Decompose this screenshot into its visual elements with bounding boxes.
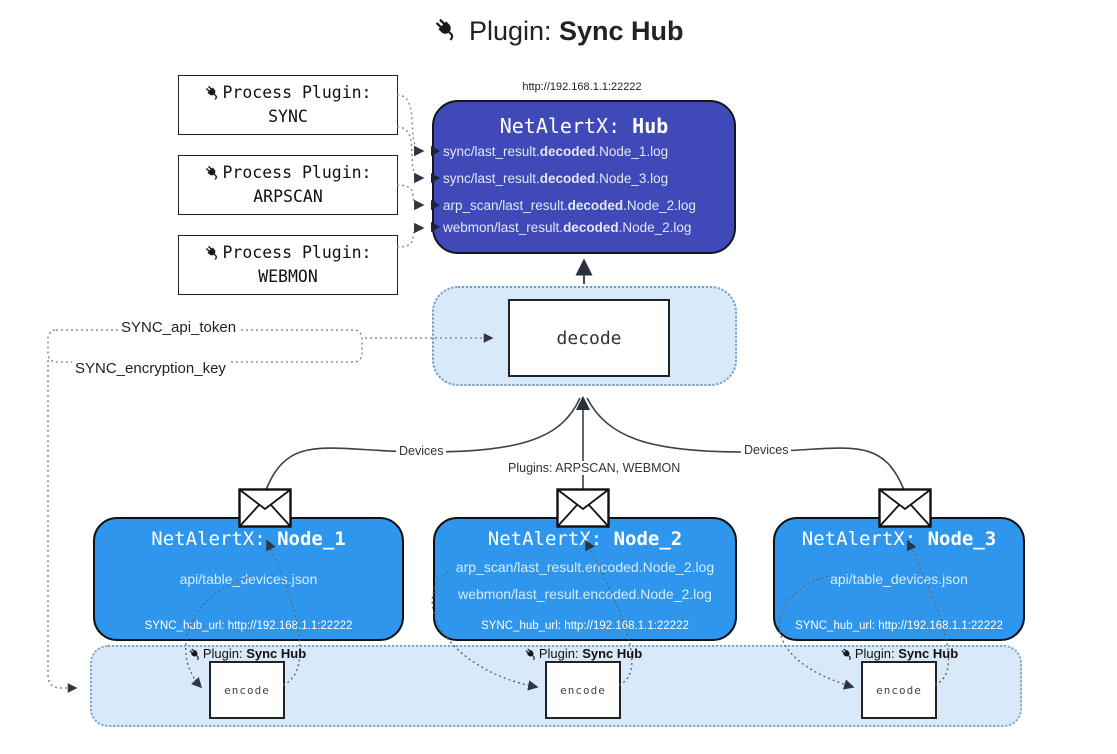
node-2-hub-url: SYNC_hub_url: http://192.168.1.1:22222	[481, 620, 689, 632]
arrow-right-icon	[431, 173, 440, 183]
node-3-title: NetAlertX: Node_3	[801, 528, 997, 550]
hub-url-label: http://192.168.1.1:22222	[432, 81, 732, 93]
node-3-box: NetAlertX: Node_3 api/table_devices.json…	[773, 517, 1025, 641]
process-plugin-name: SYNC	[268, 107, 308, 126]
plug-icon	[204, 244, 222, 262]
plug-icon	[188, 647, 203, 662]
plug-icon	[840, 647, 855, 662]
node-1-title: NetAlertX: Node_1	[151, 528, 346, 550]
process-plugin-label: Process Plugin:	[222, 243, 372, 263]
envelope-icon	[878, 488, 932, 528]
devices-edge-label-right: Devices	[741, 443, 792, 457]
title-prefix: Plugin:	[468, 16, 560, 46]
encoder-label: Plugin: Sync Hub	[167, 646, 327, 662]
envelope-icon	[556, 488, 610, 528]
node-2-file: arp_scan/last_result.encoded.Node_2.log	[455, 559, 715, 575]
process-plugin-arpscan-box: Process Plugin: ARPSCAN	[178, 155, 398, 215]
node-2-title: NetAlertX: Node_2	[487, 528, 683, 550]
encode-box: encode	[861, 661, 937, 719]
sync-encryption-key-label: SYNC_encryption_key	[72, 360, 229, 377]
hub-file-row: sync/last_result.decoded.Node_3.log	[431, 171, 732, 189]
sync-api-token-label: SYNC_api_token	[118, 319, 240, 336]
hub-title: NetAlertX: Hub	[434, 114, 734, 138]
process-plugin-sync-line1: Process Plugin:	[204, 81, 372, 105]
page-title: Plugin: Sync Hub	[0, 16, 1117, 47]
process-plugin-name: ARPSCAN	[253, 187, 323, 206]
process-plugin-webmon-line1: Process Plugin:	[204, 241, 372, 265]
plug-icon	[204, 164, 222, 182]
hub-box: NetAlertX: Hub sync/last_result.decoded.…	[431, 100, 736, 254]
title-bold: Sync Hub	[559, 16, 684, 46]
arrow-right-icon	[431, 200, 440, 210]
hub-file-row: sync/last_result.decoded.Node_1.log	[431, 144, 732, 162]
encode-box: encode	[209, 661, 285, 719]
hub-file-row: arp_scan/last_result.decoded.Node_2.log	[431, 198, 732, 216]
plugin-to-hub-connectors	[396, 94, 425, 248]
devices-edge-label-left: Devices	[396, 444, 447, 458]
decode-panel: decode	[432, 286, 737, 386]
node-1-hub-url: SYNC_hub_url: http://192.168.1.1:22222	[144, 620, 353, 632]
plug-icon	[433, 16, 461, 44]
node-3-hub-url: SYNC_hub_url: http://192.168.1.1:22222	[795, 620, 1003, 632]
node-1-box: NetAlertX: Node_1 api/table_devices.json…	[93, 517, 404, 641]
hub-title-prefix: NetAlertX:	[499, 114, 633, 138]
envelope-icon	[238, 488, 292, 528]
process-plugin-webmon-box: Process Plugin: WEBMON	[178, 235, 398, 295]
hub-file-row: webmon/last_result.decoded.Node_2.log	[431, 220, 732, 238]
process-plugin-name: WEBMON	[258, 267, 318, 286]
plugins-edge-label: Plugins: ARPSCAN, WEBMON	[505, 461, 684, 475]
arrow-right-icon	[431, 146, 440, 156]
node-2-box: NetAlertX: Node_2 arp_scan/last_result.e…	[433, 517, 737, 641]
encoder-label: Plugin: Sync Hub	[819, 646, 979, 662]
plug-icon	[204, 84, 222, 102]
node-2-file: webmon/last_result.encoded.Node_2.log	[458, 586, 712, 602]
arrow-right-icon	[431, 222, 440, 232]
encode-box: encode	[545, 661, 621, 719]
node-3-file: api/table_devices.json	[830, 571, 968, 587]
hub-title-bold: Hub	[632, 114, 669, 138]
encoder-label: Plugin: Sync Hub	[503, 646, 663, 662]
process-plugin-sync-box: Process Plugin: SYNC	[178, 75, 398, 135]
process-plugin-label: Process Plugin:	[222, 163, 372, 183]
process-plugin-label: Process Plugin:	[222, 83, 372, 103]
node-1-file: api/table_devices.json	[179, 571, 318, 587]
process-plugin-arpscan-line1: Process Plugin:	[204, 161, 372, 185]
decode-box: decode	[508, 299, 670, 377]
plug-icon	[524, 647, 539, 662]
